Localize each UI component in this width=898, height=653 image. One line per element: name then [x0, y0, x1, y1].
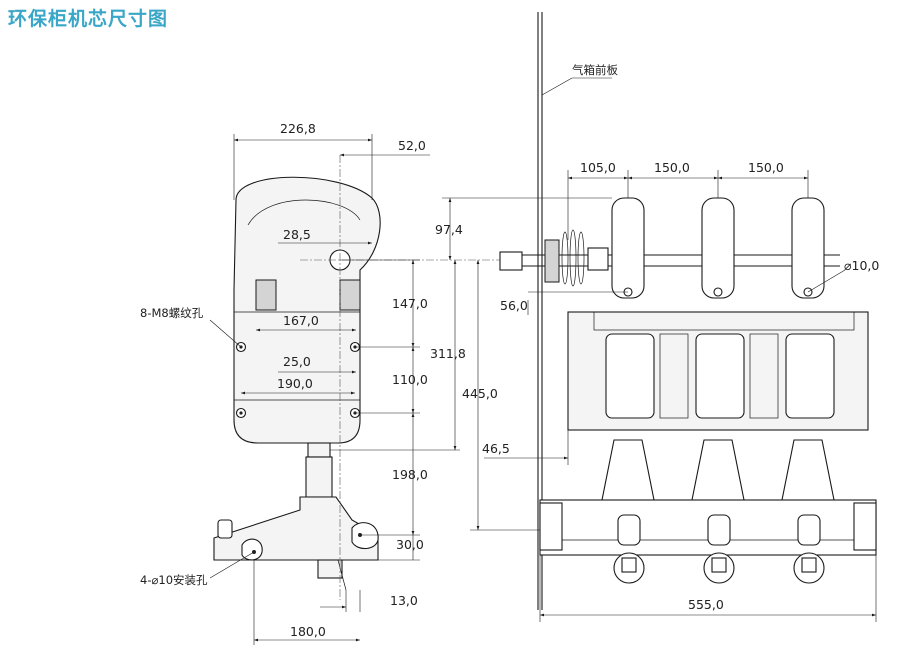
- mechanism-housing: [233, 176, 381, 444]
- dim-445-0: 445,0: [462, 386, 498, 401]
- dim-diameter-10-0: ⌀10,0: [844, 258, 879, 273]
- dim-46-5: 46,5: [482, 441, 510, 456]
- dim-150-0-b: 150,0: [748, 160, 784, 175]
- dimension-lines: [209, 77, 877, 645]
- page-title: 环保柜机芯尺寸图: [8, 8, 169, 30]
- note-thread-holes: 8-M8螺纹孔: [140, 306, 204, 320]
- dim-30-0: 30,0: [396, 537, 424, 552]
- pole-cylinders: [605, 333, 835, 419]
- dim-97-4: 97,4: [435, 222, 463, 237]
- note-mount-holes: 4-⌀10安装孔: [140, 573, 208, 587]
- dim-180-0: 180,0: [290, 624, 326, 639]
- upper-bushings: [611, 197, 825, 299]
- side-view: [213, 155, 500, 600]
- dim-56-0: 56,0: [500, 298, 528, 313]
- dim-311-8: 311,8: [430, 346, 466, 361]
- dim-198-0: 198,0: [392, 467, 428, 482]
- dim-13-0: 13,0: [390, 593, 418, 608]
- note-front-plate: 气箱前板: [572, 63, 618, 77]
- dim-190-0: 190,0: [277, 376, 313, 391]
- dimension-labels: 226,8 52,0 28,5 167,0 25,0 190,0 97,4 14…: [140, 63, 879, 639]
- dim-28-5: 28,5: [283, 227, 311, 242]
- lower-insulators: [601, 439, 835, 501]
- dim-147-0: 147,0: [392, 296, 428, 311]
- dim-52-0: 52,0: [398, 138, 426, 153]
- dim-226-8: 226,8: [280, 121, 316, 136]
- dim-150-0-a: 150,0: [654, 160, 690, 175]
- dim-25-0: 25,0: [283, 354, 311, 369]
- dim-110-0: 110,0: [392, 372, 428, 387]
- dim-105-0: 105,0: [580, 160, 616, 175]
- front-view: [499, 197, 877, 584]
- terminals-and-wheels: [613, 514, 825, 584]
- dim-167-0: 167,0: [283, 313, 319, 328]
- dim-555-0: 555,0: [688, 597, 724, 612]
